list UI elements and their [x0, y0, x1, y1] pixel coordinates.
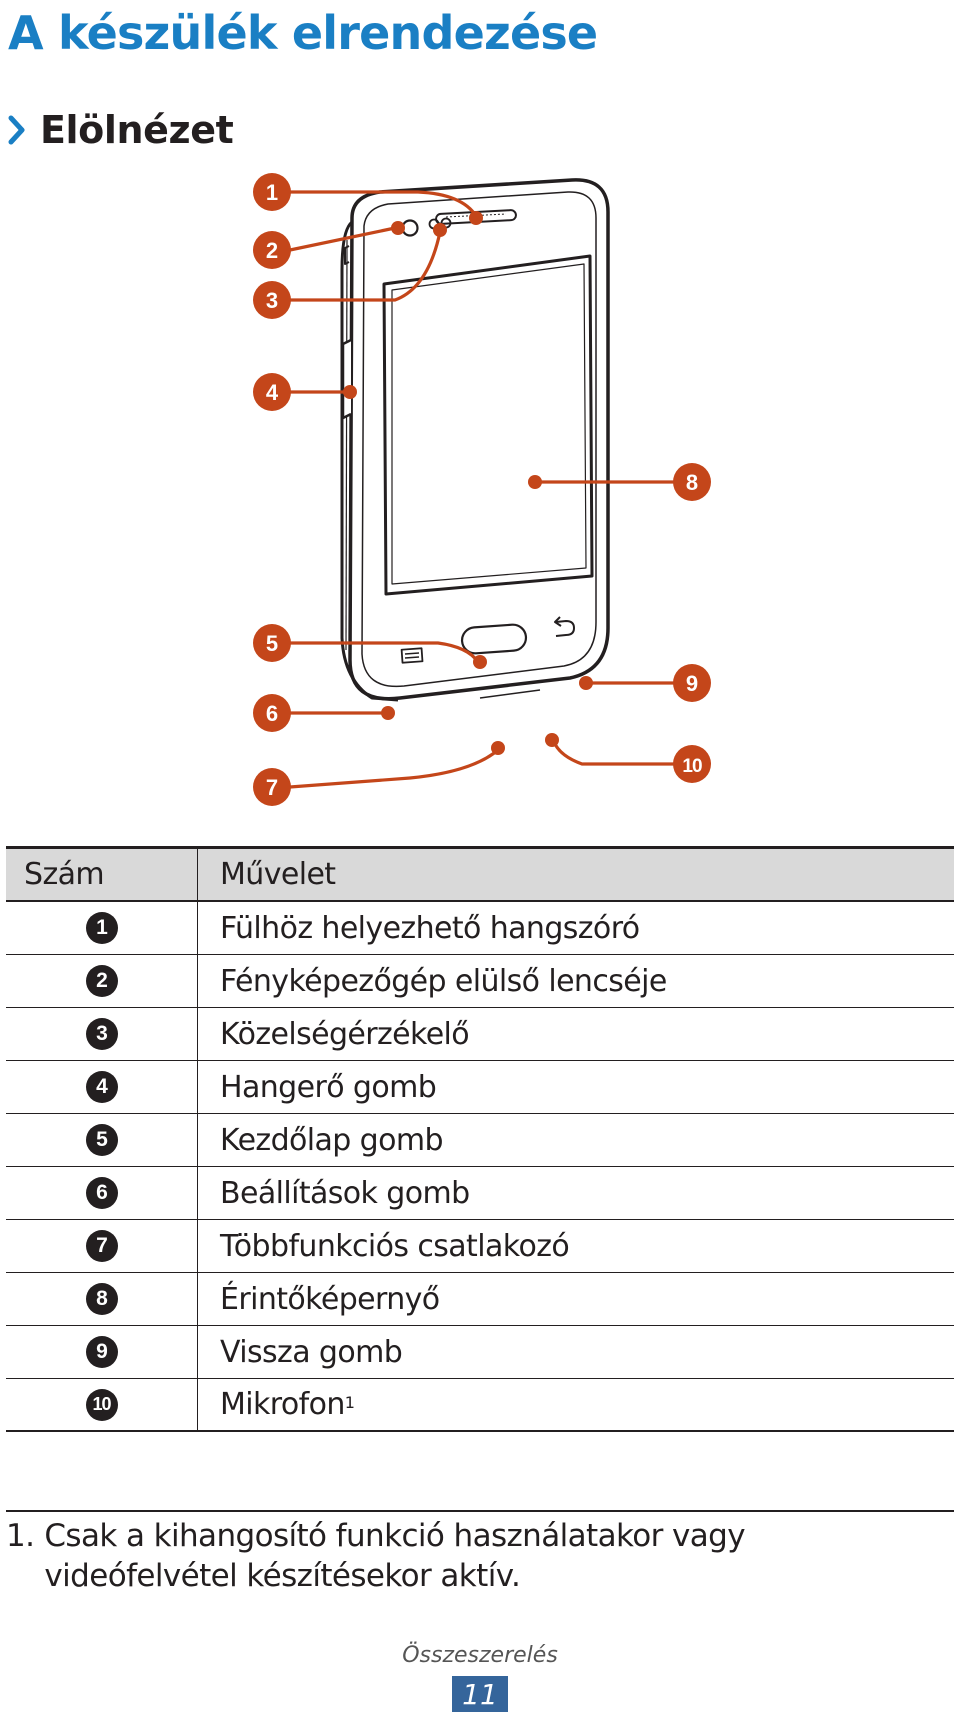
callout-6: 6 — [253, 694, 291, 732]
table-row: 6 Beállítások gomb — [6, 1167, 954, 1220]
callout-label: 7 — [266, 775, 278, 800]
phone-diagram: 1 2 3 4 5 6 7 8 — [253, 173, 711, 806]
callout-label: 9 — [686, 671, 698, 696]
action-cell: Érintőképernyő — [220, 1281, 440, 1317]
table-header-row: Szám Művelet — [6, 846, 954, 902]
callout-label: 4 — [266, 380, 279, 405]
callout-10: 10 — [673, 745, 711, 783]
callout-7: 7 — [253, 768, 291, 806]
callout-label: 2 — [266, 238, 278, 263]
header-action-label: Művelet — [220, 857, 336, 892]
callout-9: 9 — [673, 664, 711, 702]
page-number: 11 — [452, 1676, 508, 1712]
table-row: 2 Fényképezőgép elülső lencséje — [6, 955, 954, 1008]
table-row: 3 Közelségérzékelő — [6, 1008, 954, 1061]
callout-2: 2 — [253, 231, 291, 269]
action-cell: Vissza gomb — [220, 1334, 403, 1370]
callout-label: 10 — [682, 756, 702, 777]
header-cell-action: Művelet — [198, 849, 954, 900]
number-badge: 5 — [85, 1124, 118, 1156]
number-badge: 8 — [85, 1283, 118, 1315]
action-cell: Hangerő gomb — [220, 1069, 437, 1105]
phone-illustration — [340, 178, 610, 702]
table-row: 4 Hangerő gomb — [6, 1061, 954, 1114]
page-title: A készülék elrendezése — [8, 6, 598, 60]
callout-label: 8 — [686, 470, 698, 495]
action-text: Mikrofon — [220, 1387, 345, 1422]
number-badge: 3 — [85, 1018, 118, 1050]
callout-8: 8 — [673, 463, 711, 501]
action-cell: Fülhöz helyezhető hangszóró — [220, 910, 640, 946]
callout-1: 1 — [253, 173, 291, 211]
header-cell-number: Szám — [6, 849, 198, 900]
table-row: 1 Fülhöz helyezhető hangszóró — [6, 902, 954, 955]
action-cell: Fényképezőgép elülső lencséje — [220, 963, 667, 999]
table-row: 7 Többfunkciós csatlakozó — [6, 1220, 954, 1273]
callout-label: 5 — [266, 631, 278, 656]
footnote: 1. Csak a kihangosító funkció használata… — [6, 1516, 946, 1596]
number-badge: 1 — [85, 912, 118, 944]
action-cell: Beállítások gomb — [220, 1175, 470, 1211]
callout-label: 6 — [266, 701, 278, 726]
table-row: 5 Kezdőlap gomb — [6, 1114, 954, 1167]
callout-5: 5 — [253, 624, 291, 662]
action-cell: Közelségérzékelő — [220, 1016, 470, 1052]
footnote-text: Csak a kihangosító funkció használatakor… — [44, 1518, 745, 1594]
section-heading: Elölnézet — [8, 108, 234, 152]
number-badge: 10 — [85, 1388, 118, 1421]
number-badge: 4 — [85, 1071, 118, 1103]
callout-4: 4 — [253, 373, 291, 411]
chevron-right-icon — [8, 115, 25, 145]
header-number-label: Szám — [24, 857, 105, 892]
parts-table: Szám Művelet 1 Fülhöz helyezhető hangszó… — [6, 846, 954, 1432]
section-title: Elölnézet — [40, 108, 234, 152]
callout-anchor-dots — [343, 211, 593, 755]
callout-label: 3 — [266, 288, 278, 313]
footnote-number: 1. — [6, 1518, 35, 1554]
number-badge: 6 — [85, 1177, 118, 1209]
footnote-divider — [6, 1510, 954, 1512]
footer-section-name: Összeszerelés — [402, 1643, 558, 1668]
number-badge: 2 — [85, 965, 118, 997]
callout-label: 1 — [266, 180, 278, 205]
callout-3: 3 — [253, 281, 291, 319]
action-cell: Többfunkciós csatlakozó — [220, 1228, 570, 1264]
number-badge: 7 — [85, 1230, 118, 1262]
number-badge: 9 — [85, 1336, 118, 1368]
table-row: 8 Érintőképernyő — [6, 1273, 954, 1326]
table-row: 9 Vissza gomb — [6, 1326, 954, 1379]
action-cell: Kezdőlap gomb — [220, 1122, 444, 1158]
